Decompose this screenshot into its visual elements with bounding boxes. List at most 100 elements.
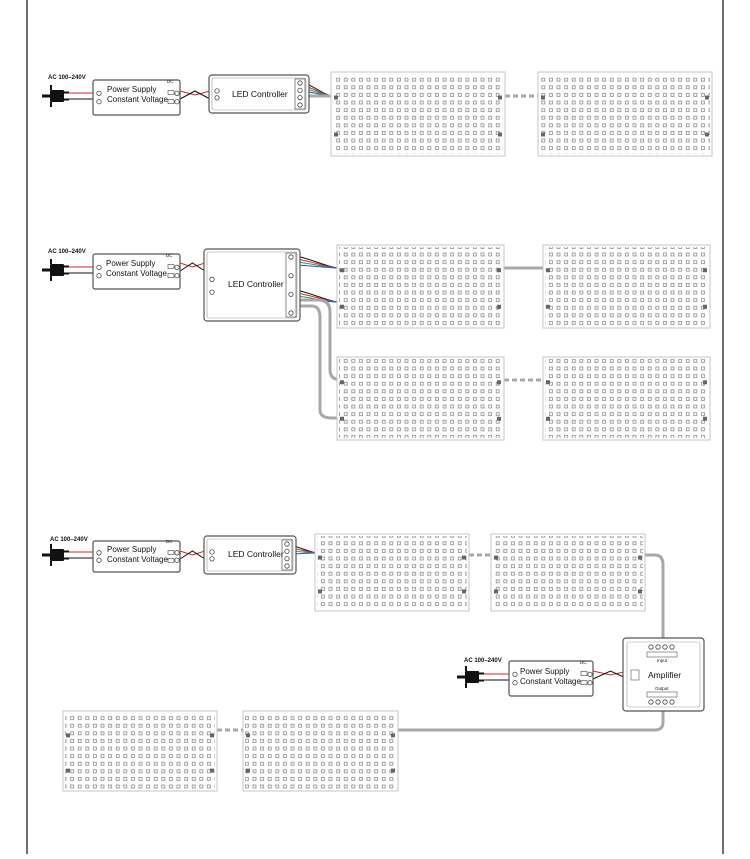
led-panel-grid (317, 536, 467, 609)
amplifier-outline (622, 637, 705, 712)
amplifier-output-block (646, 691, 678, 698)
dc-plus-marker (167, 264, 175, 269)
screw-terminal (655, 644, 661, 650)
plug-cord (42, 94, 51, 98)
controller-output-block (281, 539, 293, 571)
power-supply-box (92, 540, 181, 573)
power-plug-icon (42, 85, 69, 107)
led-panel-grid (339, 359, 502, 438)
power-supply-outline (92, 540, 181, 573)
panel-connector (703, 380, 707, 385)
plug-cord-bottom (50, 276, 52, 281)
screw-terminal (209, 556, 215, 562)
grey-cable (300, 304, 342, 420)
panel-connector (638, 555, 642, 560)
led-panel-grid (245, 713, 396, 789)
led-controller-box (203, 535, 297, 575)
led-panel (336, 244, 505, 329)
controller-inner (211, 77, 307, 111)
led-panel-grid (545, 247, 708, 326)
screw-terminal (96, 99, 102, 105)
dc-wire-black (179, 550, 206, 560)
plug-pin (64, 91, 69, 94)
constant-voltage-label: Constant Voltage (106, 269, 167, 278)
led-panel-grid (65, 713, 215, 789)
screw-terminal (288, 273, 294, 279)
screw-terminal (96, 273, 102, 279)
screw-terminal (96, 90, 102, 96)
screw-terminal (288, 291, 294, 297)
dc-minus-marker (580, 680, 588, 685)
screw-terminal (655, 699, 661, 705)
controller-outline (203, 248, 301, 322)
led-controller-label: LED Controller (228, 279, 284, 289)
panel-connector (703, 416, 707, 421)
panel-connector (546, 416, 550, 421)
signal-amplifier-box (622, 637, 705, 712)
dc-wire-red (179, 550, 206, 556)
screw-terminal (96, 557, 102, 563)
ac-input-label: AC 100–240V (48, 249, 86, 255)
plug-pin (479, 679, 484, 682)
amplifier-label: Amplifier (648, 670, 682, 680)
dc-wire-red (179, 90, 211, 96)
panel-connector (703, 268, 707, 273)
screw-terminal (669, 699, 675, 705)
panel-connector (497, 380, 501, 385)
dc-minus-marker (167, 558, 175, 563)
led-panel (537, 71, 713, 157)
screw-terminal (284, 548, 290, 554)
ac-input-label-amplifier: AC 100–240V (464, 658, 502, 664)
dc-minus-marker (167, 99, 175, 104)
screw-terminal (587, 680, 593, 686)
dc-label: DC (580, 660, 587, 665)
controller-output-block (294, 78, 306, 110)
screw-terminal (284, 556, 290, 562)
parts-layer (26, 0, 724, 854)
power-supply-outline (508, 660, 594, 697)
panel-connector (340, 268, 344, 273)
controller-outline (203, 535, 297, 575)
power-supply-outline (92, 253, 181, 290)
dc-label: DC (167, 79, 174, 84)
panel-connector (391, 733, 395, 738)
led-panel (314, 533, 470, 612)
led-panel-grid (540, 74, 710, 154)
plug-cord-bottom (465, 683, 467, 688)
led-controller-label: LED Controller (228, 549, 284, 559)
controller-output-block (285, 252, 297, 318)
dc-label: DC (166, 253, 173, 258)
grey-cable (300, 298, 343, 382)
panel-connector (541, 95, 545, 100)
constant-voltage-label: Constant Voltage (107, 95, 168, 104)
dc-wire-black (592, 670, 629, 680)
panel-connector (703, 304, 707, 309)
screw-terminal (297, 95, 303, 101)
led-panel (242, 710, 399, 792)
panel-connector (546, 304, 550, 309)
screw-terminal (662, 699, 668, 705)
screw-terminal (297, 80, 303, 86)
grey-cable (395, 711, 665, 732)
screw-terminal (96, 550, 102, 556)
led-controller-box (203, 248, 301, 322)
power-plug-icon (42, 544, 69, 566)
plug-cord-top (50, 85, 52, 90)
screw-terminal (174, 90, 180, 96)
led-panel (542, 244, 711, 329)
panel-connector (334, 132, 338, 137)
led-panel-grid (545, 359, 708, 438)
amplifier-input-block (646, 651, 678, 658)
screw-terminal (174, 264, 180, 270)
ac-input-label: AC 100–240V (48, 75, 86, 81)
screw-terminal (662, 644, 668, 650)
panel-connector (391, 768, 395, 773)
controller-outline (208, 74, 310, 114)
constant-voltage-label: Constant Voltage (520, 677, 581, 686)
led-panel-grid (493, 536, 643, 609)
panel-connector (340, 416, 344, 421)
power-supply-label: Power Supply (107, 545, 157, 554)
panel-connector (340, 380, 344, 385)
